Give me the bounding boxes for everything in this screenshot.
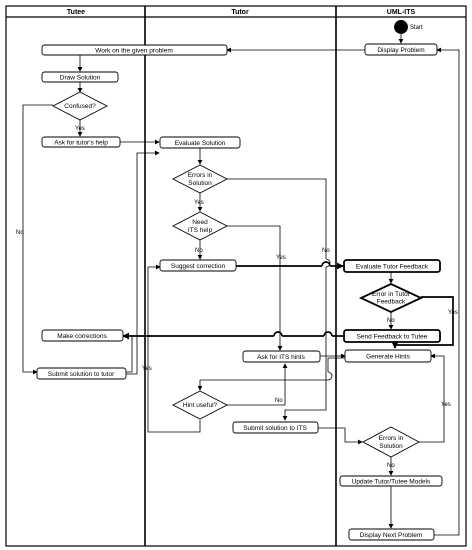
activity-work-problem <box>41 44 228 56</box>
err-fb-label-1: Error in Tutor <box>372 291 411 298</box>
edge-errfb-yes <box>395 296 454 346</box>
edge-hint-ask <box>227 363 288 406</box>
label-hint-yes: Yes <box>142 366 152 372</box>
edge-hint-suggest <box>147 264 201 433</box>
label-its-errors-no: No <box>387 463 395 469</box>
activity-draw-solution <box>41 71 119 83</box>
activity-make-corrections <box>41 329 124 342</box>
errors-sol-label-2: Solution <box>188 180 212 187</box>
decision-need-its-help <box>172 211 228 241</box>
label-confused-no: No <box>16 230 24 236</box>
lane-title-uml-its: UML-ITS <box>387 9 416 16</box>
activity-suggest-correction <box>159 259 237 272</box>
lane-title-tutee: Tutee <box>67 9 85 16</box>
submit-its-label: Submit solution to ITS <box>243 425 307 432</box>
swimlane-frame <box>5 5 467 547</box>
display-problem-label: Display Problem <box>377 47 424 54</box>
edge-submit-evaluate <box>126 150 160 375</box>
its-errors-label-1: Errors in <box>379 435 404 442</box>
decision-error-in-tutor-feedback <box>358 283 424 313</box>
label-errfb-no: No <box>387 318 395 324</box>
suggest-label: Suggest correction <box>171 263 226 270</box>
label-errors-no: No <box>322 248 330 254</box>
activity-send-feedback <box>343 329 441 343</box>
label-need-yes: Yes <box>276 255 286 261</box>
generate-hints-label: Generate Hints <box>366 354 410 361</box>
activity-ask-its-hints <box>242 350 321 363</box>
edge-its-errors-generate <box>419 353 445 443</box>
make-corrections-label: Make corrections <box>57 333 107 340</box>
hint-useful-label: Hint useful? <box>183 402 218 409</box>
work-label: Work on the given problem <box>95 48 173 55</box>
label-its-errors-yes: Yes <box>441 402 451 408</box>
evaluate-label: Evaluate Solution <box>175 140 226 147</box>
activity-submit-to-tutor <box>36 367 127 380</box>
submit-tutor-label: Submit solution to tutor <box>48 371 115 378</box>
activity-display-next-problem <box>348 528 435 541</box>
activity-update-models <box>339 475 443 487</box>
confused-label: Confused? <box>64 103 96 110</box>
lane-title-tutor: Tutor <box>231 9 249 16</box>
activity-display-problem <box>364 43 438 56</box>
update-models-label: Update Tutor/Tutee Models <box>352 479 431 486</box>
label-need-no: No <box>195 248 203 254</box>
label-confused-yes: Yes <box>75 126 85 132</box>
activity-evaluate-solution <box>159 136 241 149</box>
heavy-edges <box>122 261 454 349</box>
edge-submit-its-errors <box>318 427 363 445</box>
edge-need-ask <box>227 225 283 351</box>
decision-its-errors-in-solution <box>362 426 420 458</box>
label-hint-no: No <box>275 398 283 404</box>
decision-hint-useful <box>172 390 228 420</box>
err-fb-label-2: Feedback <box>377 299 406 306</box>
need-its-label-1: Need <box>192 219 208 226</box>
edge-confused-submit <box>22 104 53 375</box>
edges <box>22 34 460 536</box>
draw-label: Draw Solution <box>60 75 101 82</box>
label-errfb-yes: Yes <box>448 310 458 316</box>
need-its-label-2: ITS help <box>188 227 213 234</box>
decision-confused <box>52 91 108 121</box>
its-errors-label-2: Solution <box>379 443 403 450</box>
activity-generate-hints <box>344 349 432 363</box>
start-label: Start <box>410 25 423 31</box>
activity-evaluate-tutor-feedback <box>343 259 441 273</box>
edge-generate-hint <box>197 379 328 391</box>
decision-errors-in-solution <box>172 164 228 194</box>
display-next-label: Display Next Problem <box>360 532 423 539</box>
edge-makecorr-submit <box>126 338 133 373</box>
activity-submit-to-its <box>232 421 319 434</box>
ask-its-label: Ask for ITS hints <box>257 354 305 361</box>
label-errors-yes: Yes <box>194 200 204 206</box>
activity-ask-tutor-help <box>41 136 121 148</box>
send-feedback-label: Send Feedback to Tutee <box>357 334 428 341</box>
errors-sol-label-1: Errors in <box>188 172 213 179</box>
start-node <box>394 20 408 34</box>
ask-tutor-label: Ask for tutor's help <box>54 140 108 147</box>
eval-feedback-label: Evaluate Tutor Feedback <box>356 264 429 271</box>
edge-errors-no <box>227 178 327 259</box>
edge-next-display <box>434 47 460 536</box>
